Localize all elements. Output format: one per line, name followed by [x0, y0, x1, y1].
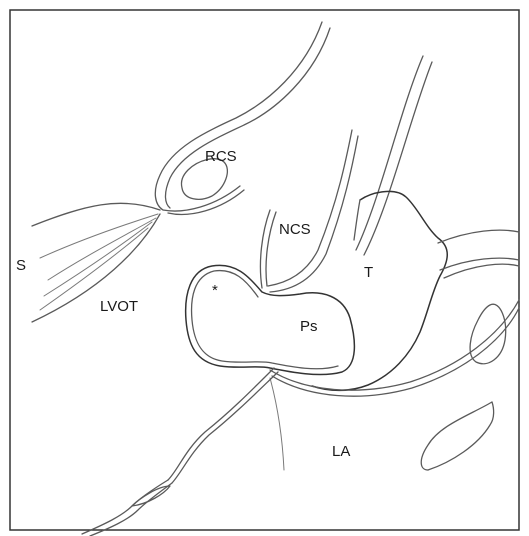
pseudoaneurysm-outline — [186, 265, 355, 374]
label-ncs: NCS — [279, 222, 311, 237]
label-ps: Ps — [300, 319, 318, 334]
label-rcs: RCS — [205, 149, 237, 164]
label-t: T — [364, 265, 373, 280]
left-atrium-and-chord — [82, 368, 284, 536]
septum-fibres — [32, 203, 160, 322]
lower-right-leaflet — [421, 402, 493, 470]
non-coronary-sinus-outline — [260, 56, 432, 292]
right-coronary-sinus-outline — [155, 22, 330, 214]
thrombus-outline — [312, 191, 447, 390]
label-lvot: LVOT — [100, 299, 138, 314]
label-la: LA — [332, 444, 350, 459]
label-star: * — [212, 283, 218, 298]
label-s: S — [16, 258, 26, 273]
